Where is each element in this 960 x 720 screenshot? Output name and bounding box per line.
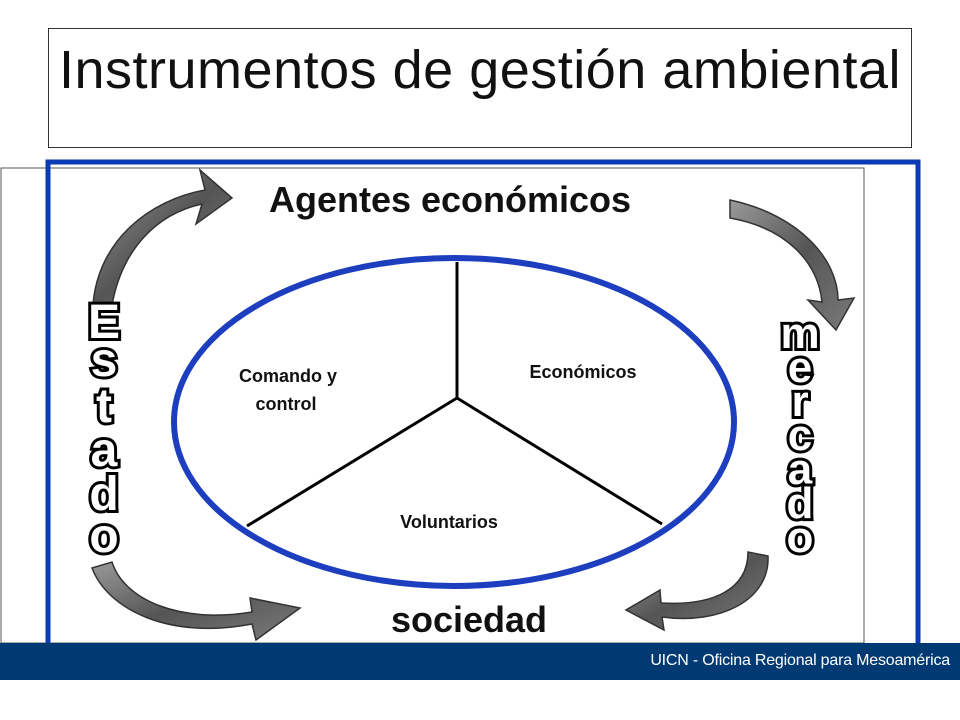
estado-letters: E s t a d o (85, 293, 123, 566)
estado-letter: s (91, 334, 118, 387)
sector-label-bottom: Voluntarios (400, 512, 498, 532)
divider-left (246, 396, 458, 528)
sector-label-left-line1: Comando y (239, 366, 337, 386)
arrow-bottom-right (624, 551, 769, 632)
estado-letter: a (91, 424, 118, 477)
estado-letter: t (96, 380, 112, 433)
mercado-letter: d (787, 479, 814, 528)
mercado-letter: e (788, 343, 812, 392)
title-box: Instrumentos de gestión ambiental (48, 28, 912, 148)
page-title: Instrumentos de gestión ambiental (59, 40, 901, 100)
divider-right (456, 396, 663, 526)
estado-letter: E (88, 296, 120, 349)
mercado-letter: r (791, 377, 808, 426)
mercado-letter: c (788, 411, 812, 460)
sector-label-left-line2: control (256, 394, 317, 414)
arrow-top-left (92, 167, 234, 306)
mercado-letter: a (788, 445, 813, 494)
arrow-bottom-left (91, 561, 302, 642)
mercado-letter: m (780, 309, 819, 358)
footer-credit: UICN - Oficina Regional para Mesoamérica (650, 652, 950, 669)
estado-letter: d (89, 468, 118, 521)
footer-bar: UICN - Oficina Regional para Mesoamérica (0, 643, 960, 680)
sector-label-right: Económicos (529, 362, 636, 382)
arrow-top-right (729, 199, 856, 332)
estado-letter: o (89, 510, 118, 563)
instruments-ellipse (171, 255, 737, 589)
mercado-letters: m e r c a d o (777, 306, 822, 565)
bottom-label: sociedad (391, 599, 547, 640)
mercado-letter: o (787, 513, 814, 562)
top-label: Agentes económicos (269, 179, 631, 220)
